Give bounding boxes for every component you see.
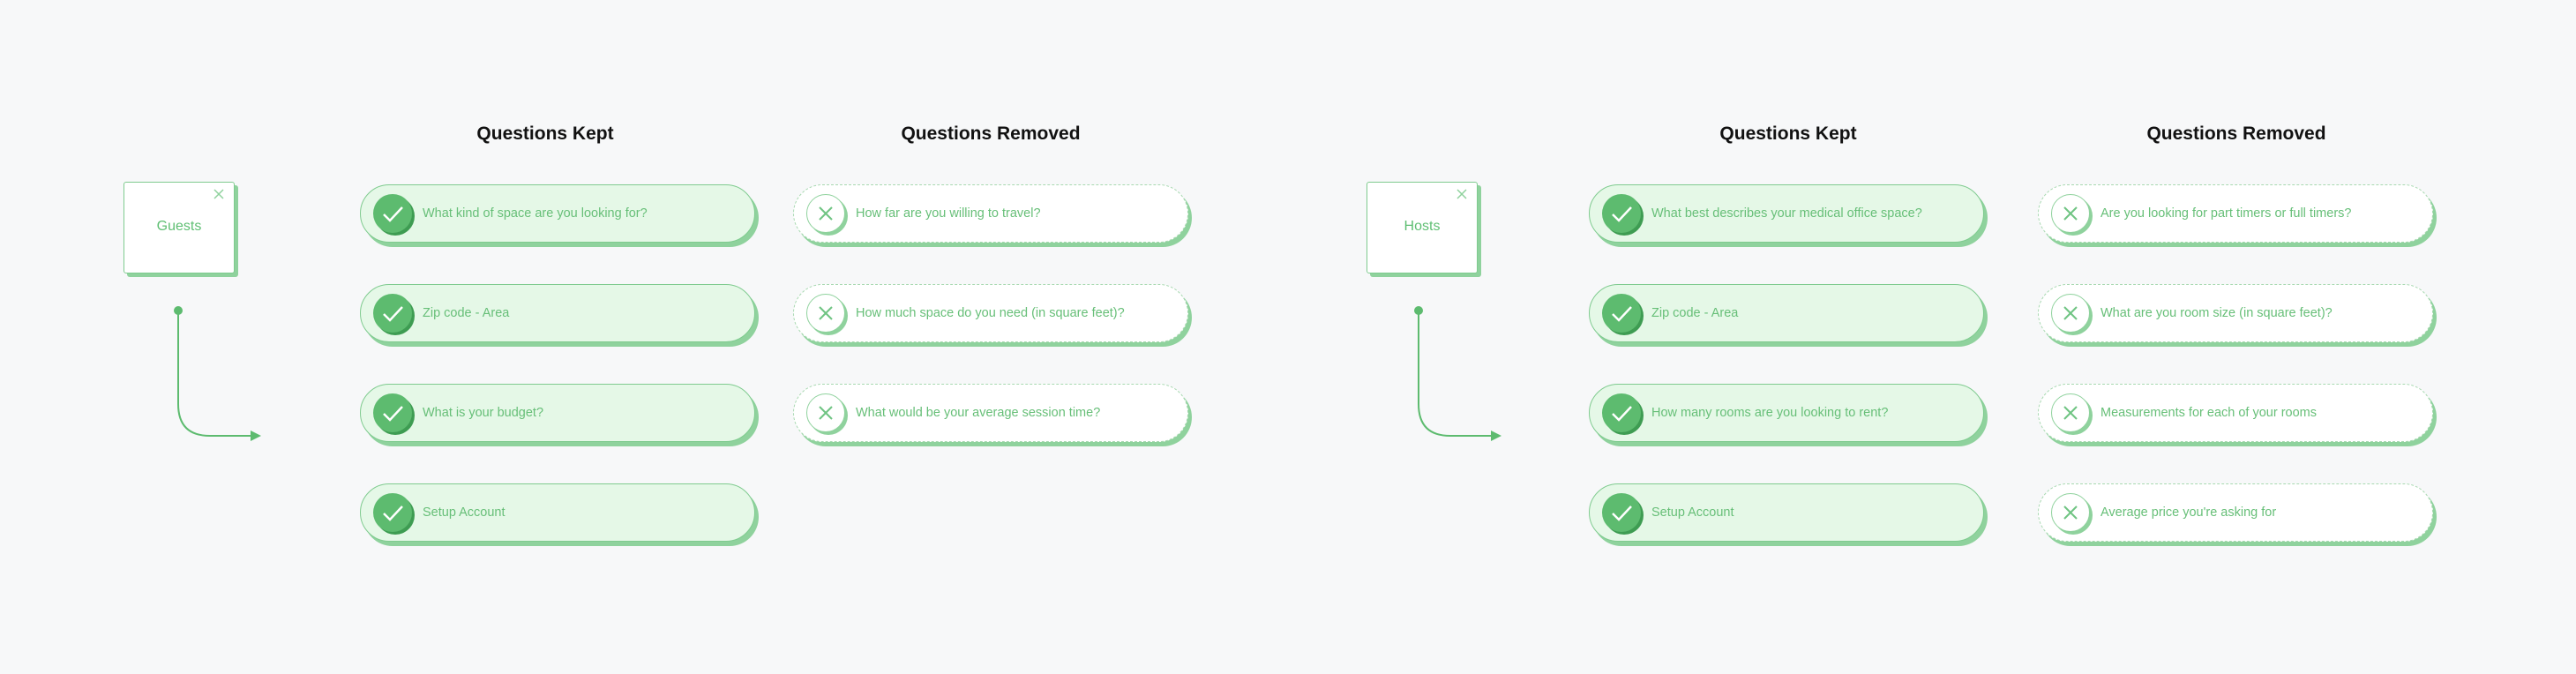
check-icon [1602, 294, 1641, 333]
question-text: Zip code - Area [423, 306, 510, 320]
question-text: How far are you willing to travel? [856, 206, 1041, 221]
removed-question-item[interactable]: How much space do you need (in square fe… [793, 284, 1188, 342]
question-text: Zip code - Area [1651, 306, 1739, 320]
question-text: Measurements for each of your rooms [2100, 406, 2317, 420]
kept-question-item[interactable]: Zip code - Area [360, 284, 755, 342]
question-text: What kind of space are you looking for? [423, 206, 648, 221]
question-text: What are you room size (in square feet)? [2100, 306, 2333, 320]
check-icon [373, 194, 412, 233]
check-icon [1602, 393, 1641, 432]
persona-label: Hosts [1404, 219, 1441, 234]
x-icon [2051, 393, 2090, 432]
x-icon [2051, 194, 2090, 233]
removed-question-item[interactable]: What would be your average session time? [793, 384, 1188, 442]
kept-question-item[interactable]: Setup Account [360, 483, 755, 542]
removed-question-item[interactable]: Are you looking for part timers or full … [2038, 184, 2433, 243]
questions-removed-heading: Questions Removed [901, 124, 1081, 144]
removed-question-item[interactable]: Average price you're asking for [2038, 483, 2433, 542]
check-icon [373, 294, 412, 333]
question-text: How many rooms are you looking to rent? [1651, 406, 1889, 420]
question-text: How much space do you need (in square fe… [856, 306, 1125, 320]
guests-persona-card[interactable]: Guests [124, 182, 235, 273]
close-icon[interactable] [213, 188, 225, 200]
x-icon [2051, 294, 2090, 333]
flow-arrow-icon [174, 306, 261, 441]
flow-arrow-icon [1414, 306, 1501, 441]
check-icon [1602, 493, 1641, 532]
kept-question-item[interactable]: Setup Account [1589, 483, 1984, 542]
check-icon [1602, 194, 1641, 233]
removed-question-item[interactable]: What are you room size (in square feet)? [2038, 284, 2433, 342]
question-text: Setup Account [1651, 506, 1734, 520]
kept-question-item[interactable]: What best describes your medical office … [1589, 184, 1984, 243]
question-text: What is your budget? [423, 406, 544, 420]
question-text: Are you looking for part timers or full … [2100, 206, 2352, 221]
kept-question-item[interactable]: What is your budget? [360, 384, 755, 442]
removed-question-item[interactable]: Measurements for each of your rooms [2038, 384, 2433, 442]
hosts-persona-card[interactable]: Hosts [1367, 182, 1478, 273]
persona-label: Guests [156, 219, 202, 234]
x-icon [2051, 493, 2090, 532]
x-icon [806, 294, 845, 333]
question-text: What best describes your medical office … [1651, 206, 1922, 221]
check-icon [373, 393, 412, 432]
question-text: Setup Account [423, 506, 505, 520]
questions-removed-heading: Questions Removed [2146, 124, 2326, 144]
close-icon[interactable] [1456, 188, 1468, 200]
kept-question-item[interactable]: Zip code - Area [1589, 284, 1984, 342]
question-text: Average price you're asking for [2100, 506, 2277, 520]
removed-question-item[interactable]: How far are you willing to travel? [793, 184, 1188, 243]
kept-question-item[interactable]: What kind of space are you looking for? [360, 184, 755, 243]
questions-kept-heading: Questions Kept [476, 124, 614, 144]
x-icon [806, 393, 845, 432]
question-text: What would be your average session time? [856, 406, 1101, 420]
kept-question-item[interactable]: How many rooms are you looking to rent? [1589, 384, 1984, 442]
questions-kept-heading: Questions Kept [1719, 124, 1857, 144]
x-icon [806, 194, 845, 233]
check-icon [373, 493, 412, 532]
